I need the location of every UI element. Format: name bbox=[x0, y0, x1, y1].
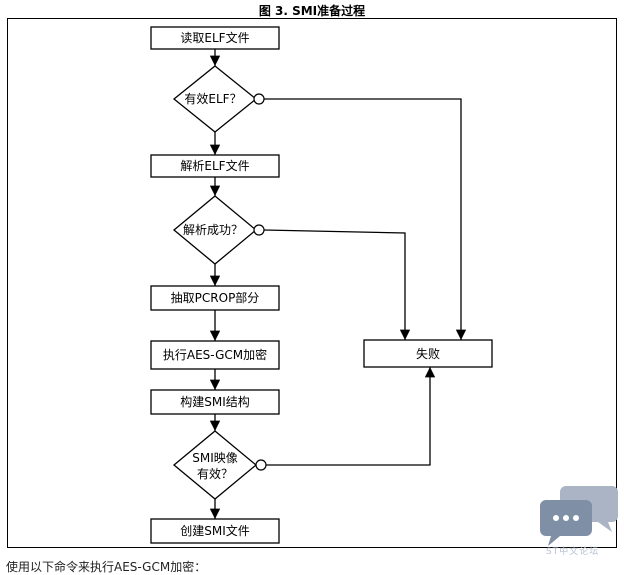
parse-elf-label: 解析ELF文件 bbox=[180, 158, 249, 173]
figure-title: 图 3. SMI准备过程 bbox=[258, 4, 366, 18]
create-smi-box bbox=[150, 518, 280, 544]
create-smi-label: 创建SMI文件 bbox=[180, 523, 250, 538]
smi-valid-label-line2: 有效？ bbox=[197, 466, 233, 481]
smi-valid-no-connector bbox=[255, 459, 267, 471]
read-elf-label: 读取ELF文件 bbox=[180, 30, 249, 45]
extract-pcrop-label: 抽取PCROP部分 bbox=[171, 290, 260, 305]
arrow-valid-elf-no-to-fail bbox=[264, 98, 467, 340]
fail-box bbox=[363, 339, 493, 368]
build-smi-label: 构建SMI结构 bbox=[180, 394, 250, 409]
smi-valid-diamond bbox=[172, 430, 258, 500]
arrow-smi-no-to-fail bbox=[266, 367, 436, 466]
valid-elf-label: 有效ELF？ bbox=[184, 91, 241, 106]
fail-label: 失败 bbox=[416, 346, 440, 361]
figure-frame bbox=[7, 18, 617, 548]
build-smi-box bbox=[150, 389, 280, 415]
smi-valid-label-line1: SMI映像 bbox=[192, 451, 238, 465]
arrow-parse-no-to-fail bbox=[263, 229, 411, 340]
parse-ok-no-connector bbox=[253, 224, 265, 236]
caption-text: 使用以下命令来执行AES-GCM加密： bbox=[6, 560, 207, 574]
chat-bubble-icon bbox=[540, 486, 618, 546]
aes-gcm-label: 执行AES-GCM加密 bbox=[163, 347, 267, 362]
valid-elf-no-connector bbox=[253, 93, 265, 105]
parse-ok-label: 解析成功？ bbox=[183, 223, 243, 237]
watermark-text: ST中文论坛 bbox=[546, 547, 600, 557]
